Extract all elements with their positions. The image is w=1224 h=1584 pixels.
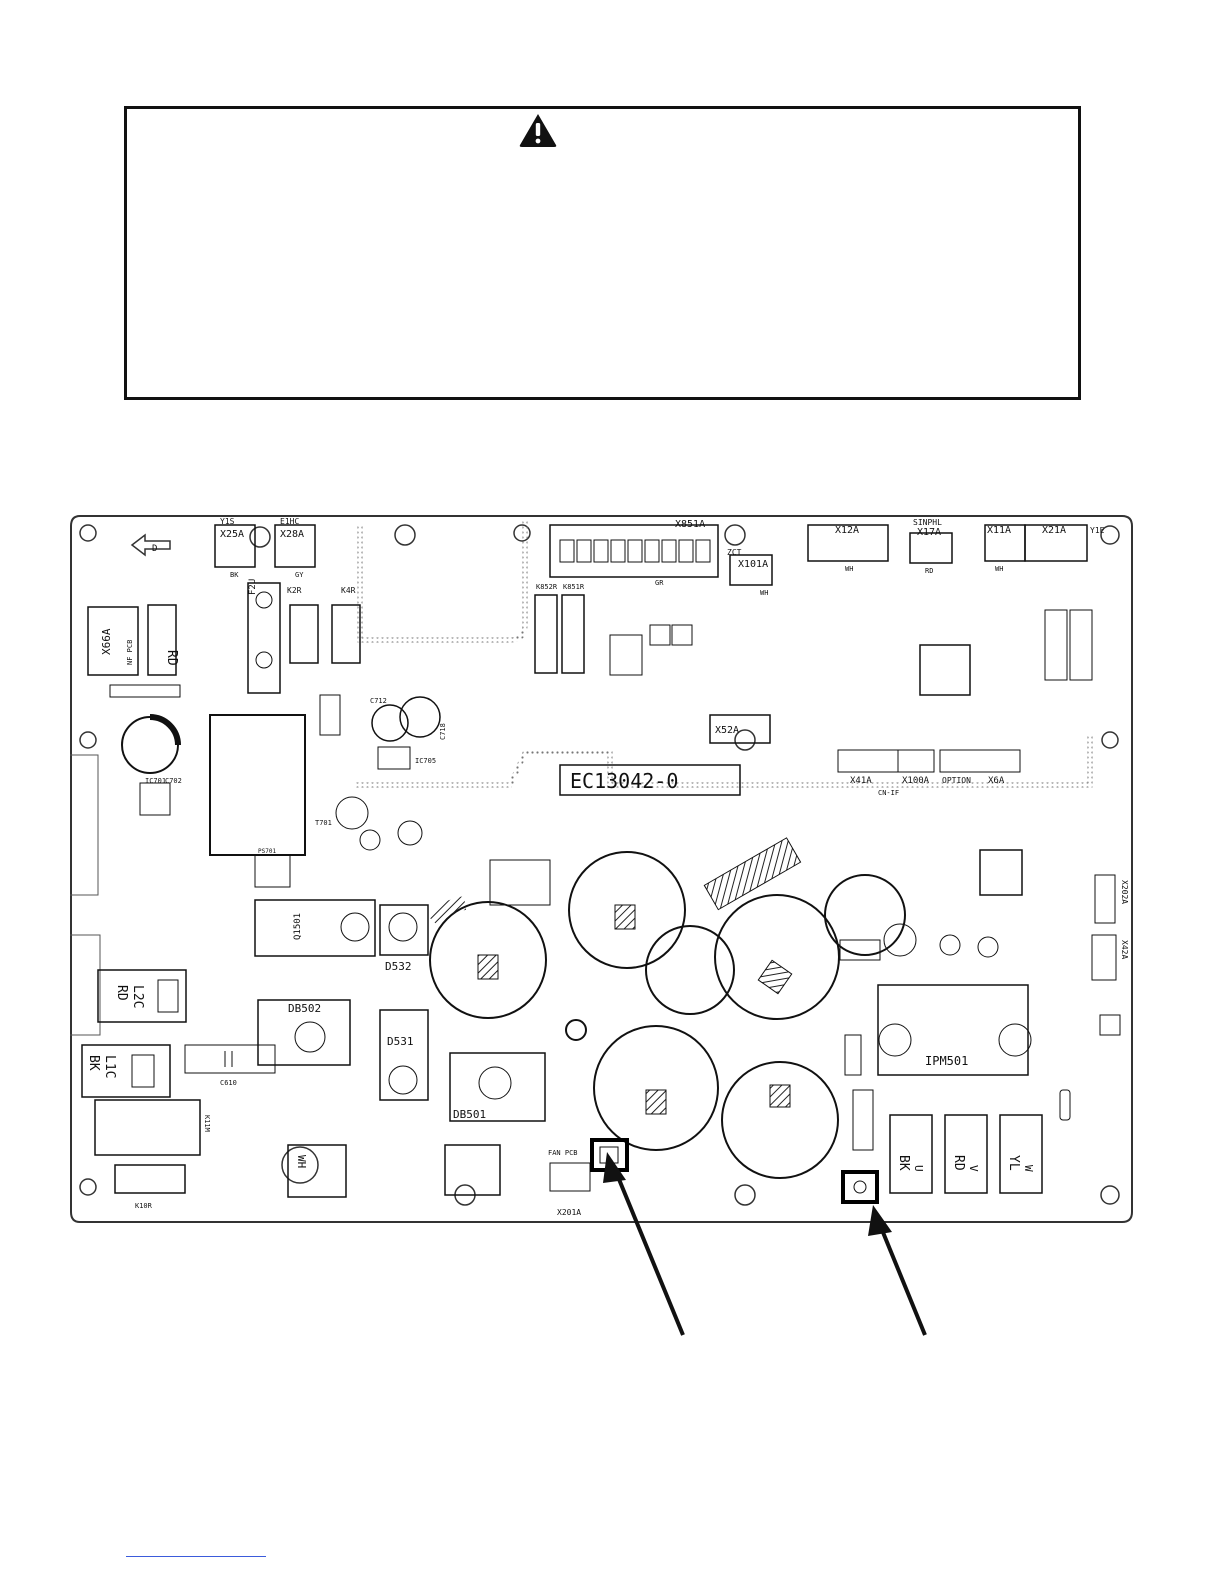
svg-text:K11M: K11M bbox=[203, 1115, 211, 1132]
svg-text:U: U bbox=[912, 1165, 925, 1172]
svg-text:D531: D531 bbox=[387, 1035, 414, 1048]
connector-x21a: X21A Y1E bbox=[1024, 524, 1105, 562]
svg-text:X201A: X201A bbox=[557, 1208, 581, 1217]
svg-text:K4R: K4R bbox=[341, 586, 356, 595]
svg-text:IC705: IC705 bbox=[415, 757, 436, 765]
connector-x17a: SINPHL X17A RD bbox=[909, 518, 953, 575]
svg-text:X6A: X6A bbox=[988, 776, 1005, 786]
svg-text:CN-IF: CN-IF bbox=[878, 789, 899, 797]
svg-text:C718: C718 bbox=[439, 723, 447, 740]
svg-text:RD: RD bbox=[164, 650, 179, 666]
svg-text:GR: GR bbox=[655, 579, 664, 587]
svg-text:E1HC: E1HC bbox=[280, 517, 299, 526]
connector-x851a: X851A GR bbox=[549, 519, 719, 587]
warning-box bbox=[124, 106, 1081, 400]
svg-text:K2R: K2R bbox=[287, 586, 302, 595]
svg-text:GY: GY bbox=[295, 571, 304, 579]
svg-text:WH: WH bbox=[295, 1155, 308, 1168]
connector-x101a: ZCT X101A WH bbox=[727, 548, 773, 597]
callout-arrow-right bbox=[878, 1224, 927, 1336]
mounting-holes bbox=[79, 524, 1120, 1206]
svg-text:X52A: X52A bbox=[715, 725, 739, 736]
connector-x25a: Y1S X25A BK bbox=[214, 517, 256, 579]
bulk-capacitors bbox=[429, 851, 906, 1179]
svg-text:C610: C610 bbox=[220, 1079, 237, 1087]
svg-text:L2C: L2C bbox=[130, 985, 145, 1008]
svg-text:L1C: L1C bbox=[102, 1055, 117, 1078]
svg-text:X21A: X21A bbox=[1042, 525, 1066, 536]
svg-text:RD: RD bbox=[925, 567, 933, 575]
svg-text:X66A: X66A bbox=[100, 628, 113, 655]
svg-text:BK: BK bbox=[86, 1055, 101, 1071]
svg-text:WH: WH bbox=[995, 565, 1003, 573]
svg-text:C712: C712 bbox=[370, 697, 387, 705]
svg-text:X25A: X25A bbox=[220, 529, 244, 540]
isolation-zone bbox=[357, 520, 528, 643]
svg-text:YL: YL bbox=[1006, 1155, 1021, 1171]
svg-text:F2U: F2U bbox=[248, 579, 258, 595]
svg-text:K10R: K10R bbox=[135, 1202, 153, 1210]
svg-text:FAN PCB: FAN PCB bbox=[548, 1149, 578, 1157]
svg-text:X100A: X100A bbox=[902, 776, 930, 786]
svg-text:BK: BK bbox=[230, 571, 239, 579]
svg-text:T701: T701 bbox=[315, 819, 332, 827]
board-outline bbox=[70, 515, 1133, 1223]
svg-text:K851R: K851R bbox=[563, 583, 585, 591]
svg-text:OPTION: OPTION bbox=[942, 776, 971, 785]
callout-arrow-left bbox=[614, 1171, 685, 1336]
svg-text:DB502: DB502 bbox=[288, 1002, 321, 1015]
svg-text:V: V bbox=[967, 1165, 980, 1172]
svg-text:WH: WH bbox=[845, 565, 853, 573]
svg-text:Q1501: Q1501 bbox=[293, 913, 303, 940]
svg-text:ZCT: ZCT bbox=[727, 548, 742, 557]
svg-text:D: D bbox=[152, 544, 157, 554]
svg-text:X28A: X28A bbox=[280, 529, 304, 540]
footer-link-line bbox=[126, 1556, 266, 1557]
svg-text:X17A: X17A bbox=[917, 527, 941, 538]
svg-text:X12A: X12A bbox=[835, 525, 859, 536]
svg-text:K852R: K852R bbox=[536, 583, 558, 591]
svg-text:X42A: X42A bbox=[1120, 940, 1129, 959]
svg-text:NF PCB: NF PCB bbox=[126, 640, 134, 665]
svg-text:Y1E: Y1E bbox=[1090, 526, 1105, 535]
connector-x12a: X12A WH bbox=[807, 524, 889, 573]
pcb-diagram: D Y1S X25A BK E1HC X28A GY X851A GR ZCT … bbox=[70, 515, 1133, 1223]
svg-text:DB501: DB501 bbox=[453, 1108, 486, 1121]
warning-triangle-icon bbox=[519, 114, 557, 147]
svg-text:WH: WH bbox=[760, 589, 768, 597]
svg-text:EC13042-0: EC13042-0 bbox=[570, 769, 678, 793]
test-point-highlight-right bbox=[841, 1170, 879, 1204]
svg-text:X101A: X101A bbox=[738, 559, 768, 570]
svg-text:X851A: X851A bbox=[675, 519, 705, 530]
svg-text:RD: RD bbox=[951, 1155, 966, 1171]
connector-x28a: E1HC X28A GY bbox=[274, 517, 316, 579]
svg-text:IC701: IC701 bbox=[145, 777, 166, 785]
svg-text:X11A: X11A bbox=[987, 525, 1011, 536]
svg-text:Y1S: Y1S bbox=[220, 517, 235, 526]
svg-text:X41A: X41A bbox=[850, 776, 872, 786]
svg-text:RD: RD bbox=[114, 985, 129, 1001]
svg-text:PS701: PS701 bbox=[258, 848, 276, 855]
svg-text:X202A: X202A bbox=[1120, 880, 1129, 904]
svg-text:IPM501: IPM501 bbox=[925, 1054, 968, 1068]
svg-text:BK: BK bbox=[896, 1155, 911, 1171]
svg-text:D532: D532 bbox=[385, 960, 412, 973]
svg-text:C702: C702 bbox=[165, 777, 182, 785]
svg-text:W: W bbox=[1022, 1165, 1035, 1172]
svg-text:SINPHL: SINPHL bbox=[913, 518, 942, 527]
